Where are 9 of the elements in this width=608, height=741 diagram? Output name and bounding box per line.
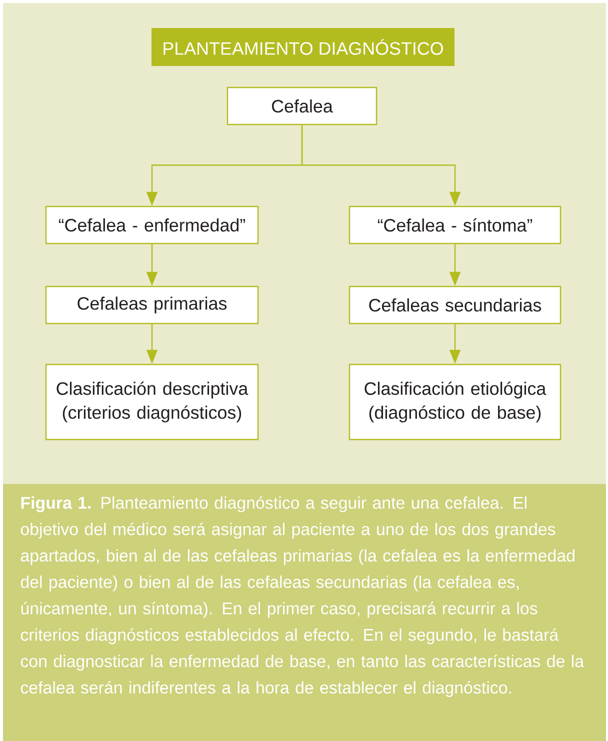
process-box: Clasificación descriptiva (criterios diagnósticos): [45, 364, 259, 440]
title-banner: PLANTEAMIENTO DIAGNÓSTICO: [152, 28, 454, 66]
process-box: Cefaleas secundarias: [348, 286, 562, 324]
process-box: “Cefalea - enfermedad”: [45, 206, 259, 244]
process-box: Cefaleas primarias: [45, 286, 259, 324]
process-box: “Cefalea - síntoma”: [348, 206, 562, 244]
caption-band: Figura 1. Planteamiento diagnóstico a seguir ante una cefalea. El objetivo del médico será asignar al paciente a uno de los dos grandes apartados, bien al de las cefaleas primarias (la cefalea es la enfermedad del paciente) o bien al de las cefaleas secundarias (la cefalea es, únicamente, un síntoma). En el primer caso, precisará recurrir a los criterios diagnósticos establecidos al efecto. En el segundo, le bastará con diagnosticar la enfermedad de base, en tanto las características de la cefalea serán indiferentes a la hora de establecer el diagnóstico.: [3, 484, 606, 741]
process-box: Cefalea: [226, 86, 378, 126]
process-box: Clasificación etiológica (diagnóstico de base): [348, 364, 562, 440]
